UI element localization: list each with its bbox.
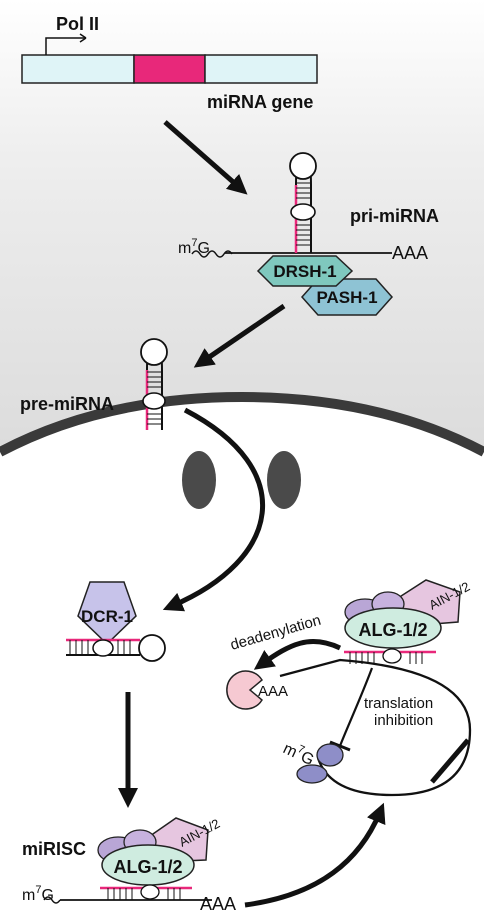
- pash1-label: PASH-1: [316, 288, 377, 307]
- target-mrna: [279, 658, 472, 797]
- cleavage-arrow: [193, 303, 286, 368]
- pri-cap-label: m7G: [178, 237, 210, 257]
- deadenylation-label: deadenylation: [228, 612, 322, 654]
- inhibition-bar: [329, 740, 351, 752]
- pri-mirna-label: pri-miRNA: [350, 206, 439, 226]
- mirna-gene: [21, 54, 318, 84]
- repressor-complex: [344, 579, 461, 664]
- drsh1-protein: [256, 255, 354, 287]
- target-base-pairs: [349, 652, 423, 664]
- pol2-label: Pol II: [56, 14, 99, 34]
- ribosome-large-subunit: [316, 743, 344, 767]
- mirna-gene-label: miRNA gene: [207, 92, 313, 112]
- mirisc-alg-label: ALG-1/2: [113, 857, 182, 877]
- deadenylation-arrow: [253, 639, 342, 670]
- nuclear-pore-left: [182, 451, 216, 509]
- transcription-arrow: [163, 120, 248, 195]
- mirisc-cap-label: m7G: [22, 884, 54, 904]
- pri-polya-label: AAA: [392, 243, 428, 263]
- target-cap-label: m7G: [280, 737, 317, 769]
- translation-inhibition-line: [338, 667, 374, 747]
- pre-mirna-label: pre-miRNA: [20, 394, 114, 414]
- nucleus-region: [0, 0, 484, 450]
- pri-mirna-hairpin: [191, 152, 392, 258]
- pac-man-deadenylase: [226, 670, 263, 710]
- inhibition-label: inhibition: [374, 712, 433, 729]
- ribosome-small-subunit: [296, 764, 328, 784]
- translation-label: translation: [364, 695, 433, 712]
- drsh1-label: DRSH-1: [273, 262, 336, 281]
- export-arrow: [162, 407, 266, 612]
- targeting-arrow: [244, 802, 386, 908]
- pre-mirna-hairpin: [140, 338, 168, 430]
- mirisc-complex: [43, 817, 212, 904]
- mirisc-polya-label: AAA: [200, 894, 236, 914]
- nuclear-envelope: [0, 391, 484, 457]
- dicer-complex: [66, 581, 166, 662]
- repressor-alg-label: ALG-1/2: [358, 620, 427, 640]
- mrna-thick-segment: [430, 738, 470, 784]
- deadenylated-polya-label: AAA: [258, 683, 288, 700]
- nuclear-pore-right: [267, 451, 301, 509]
- mirisc-label: miRISC: [22, 839, 86, 859]
- pash1-protein: [300, 278, 394, 316]
- dcr1-label: DCR-1: [81, 607, 133, 626]
- promoter-arrow: [45, 33, 87, 55]
- dcr1-protein: [77, 581, 137, 646]
